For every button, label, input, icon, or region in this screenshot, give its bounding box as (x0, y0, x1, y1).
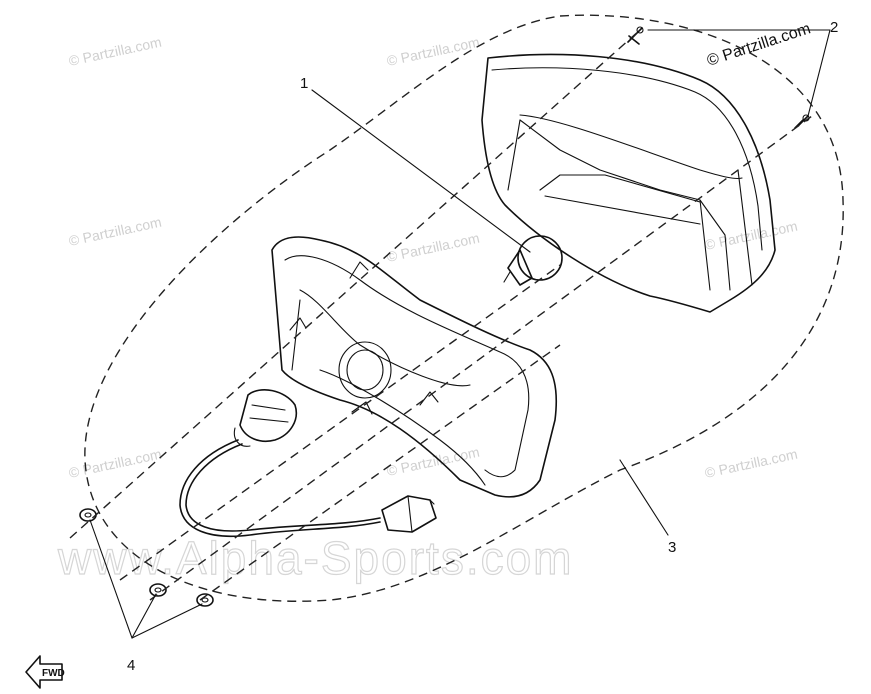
watermark-layer: © Partzilla.com © Partzilla.com © Partzi… (56, 34, 799, 585)
leader-3 (619, 459, 669, 536)
leader-4c (131, 603, 203, 639)
callout-1: 1 (300, 75, 308, 92)
alpha-sports-watermark: www.Alpha-Sports.com (57, 532, 574, 584)
copyright-notice: © Partzilla.com (705, 20, 813, 69)
leader-4a (89, 519, 133, 639)
callout-4: 4 (127, 657, 135, 674)
leader-2b (807, 29, 831, 117)
callout-2: 2 (830, 19, 838, 36)
tail-lamp-housing (271, 236, 558, 498)
bulb (503, 235, 563, 286)
partzilla-watermark: © Partzilla.com (67, 446, 163, 481)
partzilla-watermark: © Partzilla.com (67, 214, 163, 249)
grommet-b (149, 583, 167, 597)
callout-3: 3 (668, 539, 676, 556)
grommet-c (196, 593, 214, 607)
leader-4b (131, 593, 157, 639)
partzilla-watermark: © Partzilla.com (703, 218, 799, 253)
leader-1 (311, 89, 531, 253)
partzilla-watermark: © Partzilla.com (385, 230, 481, 265)
partzilla-watermark: © Partzilla.com (385, 34, 481, 69)
grommet-a (79, 508, 97, 522)
partzilla-watermark: © Partzilla.com (67, 34, 163, 69)
leader-lines (89, 29, 831, 639)
assembly-axes (69, 29, 813, 601)
screw-upper (627, 26, 644, 45)
bulb-socket-harness (179, 389, 437, 537)
partzilla-watermark: © Partzilla.com (385, 444, 481, 479)
tail-lamp-lens (481, 53, 776, 313)
partzilla-watermark: © Partzilla.com (703, 446, 799, 481)
forward-direction-marker: FWD (25, 655, 65, 689)
fwd-label: FWD (42, 668, 65, 679)
